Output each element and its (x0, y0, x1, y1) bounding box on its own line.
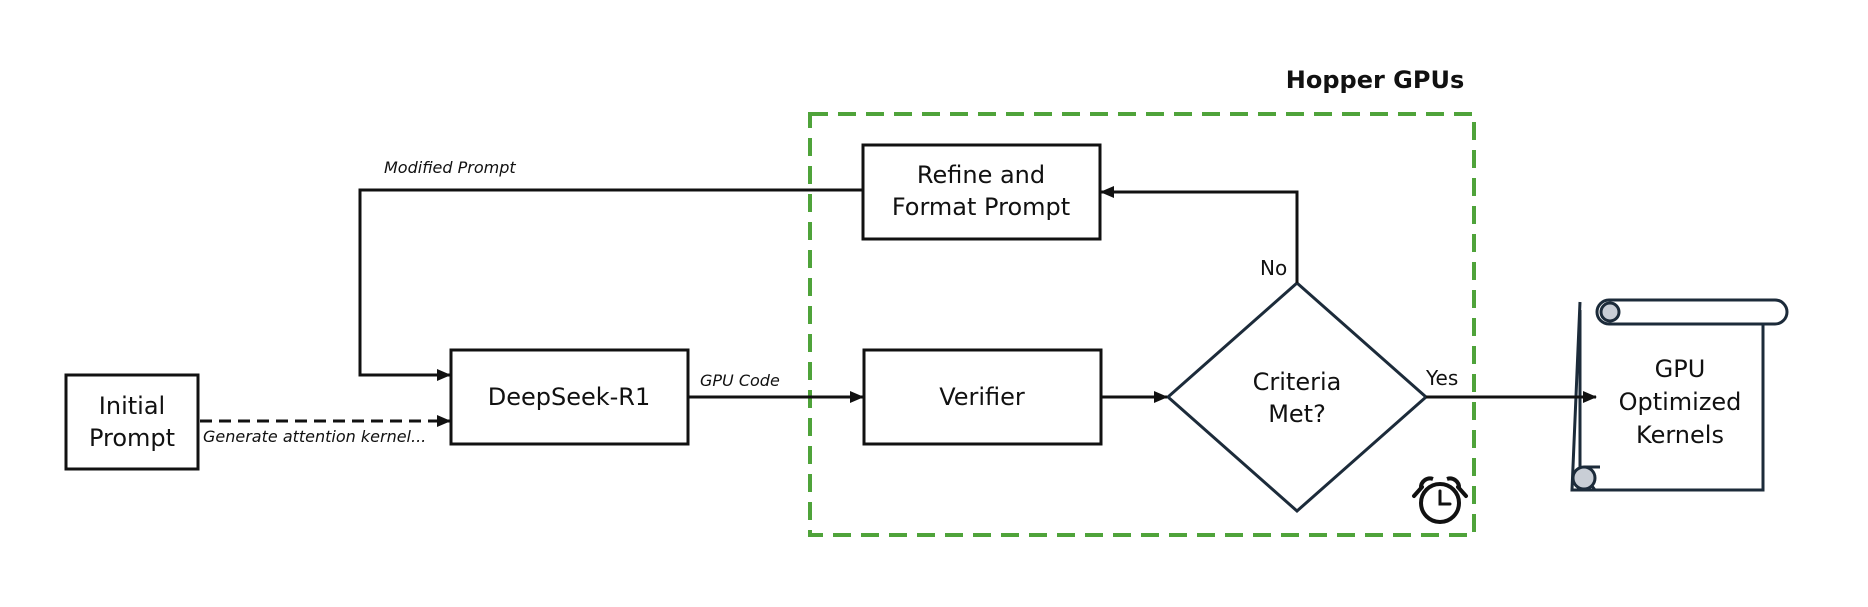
initial-prompt-label-line2: Prompt (89, 424, 175, 452)
gpu-optimized-kernels-line2: Optimized (1619, 388, 1742, 416)
gpu-code-edge-label: GPU Code (700, 371, 780, 390)
modified-prompt-edge (358, 188, 863, 381)
refine-format-prompt-label-line2: Format Prompt (892, 193, 1070, 221)
refine-format-prompt-box (861, 143, 1102, 241)
deepseek-r1-label: DeepSeek-R1 (488, 383, 651, 411)
scroll-bottom-curl (1571, 465, 1597, 491)
alarm-clock-icon (1412, 476, 1468, 524)
gpu-optimized-kernels-line3: Kernels (1636, 421, 1724, 449)
criteria-met-diamond (1165, 280, 1429, 514)
hopper-gpus-region: Hopper GPUs (808, 66, 1476, 537)
no-edge-label: No (1260, 256, 1287, 280)
no-edge (1100, 186, 1299, 283)
verifier-node: Verifier (862, 348, 1103, 446)
refine-format-prompt-label-line1: Refine and (917, 161, 1045, 189)
gpu-optimized-kernels-node: GPU Optimized Kernels (1570, 298, 1789, 492)
scroll-icon (1570, 298, 1789, 492)
deepseek-r1-box (449, 348, 690, 446)
criteria-met-label-line1: Criteria (1253, 368, 1342, 396)
criteria-met-label-line2: Met? (1268, 400, 1326, 428)
initial-prompt-node: Initial Prompt (64, 373, 200, 471)
initial-prompt-box (64, 373, 200, 471)
yes-edge-label: Yes (1425, 366, 1458, 390)
deepseek-r1-node: DeepSeek-R1 (449, 348, 690, 446)
verifier-box (862, 348, 1103, 446)
generate-edge-label: Generate attention kernel... (203, 427, 426, 446)
hopper-gpus-dashed-border (808, 112, 1476, 537)
verifier-label: Verifier (939, 383, 1025, 411)
gpu-optimized-kernels-line1: GPU (1655, 355, 1706, 383)
refine-format-prompt-node: Refine and Format Prompt (861, 143, 1102, 241)
hopper-gpus-title: Hopper GPUs (1286, 66, 1464, 94)
initial-prompt-label-line1: Initial (99, 392, 165, 420)
criteria-met-node: Criteria Met? (1165, 280, 1429, 514)
scroll-top-roll (1595, 298, 1789, 326)
modified-prompt-edge-label: Modified Prompt (384, 158, 516, 177)
